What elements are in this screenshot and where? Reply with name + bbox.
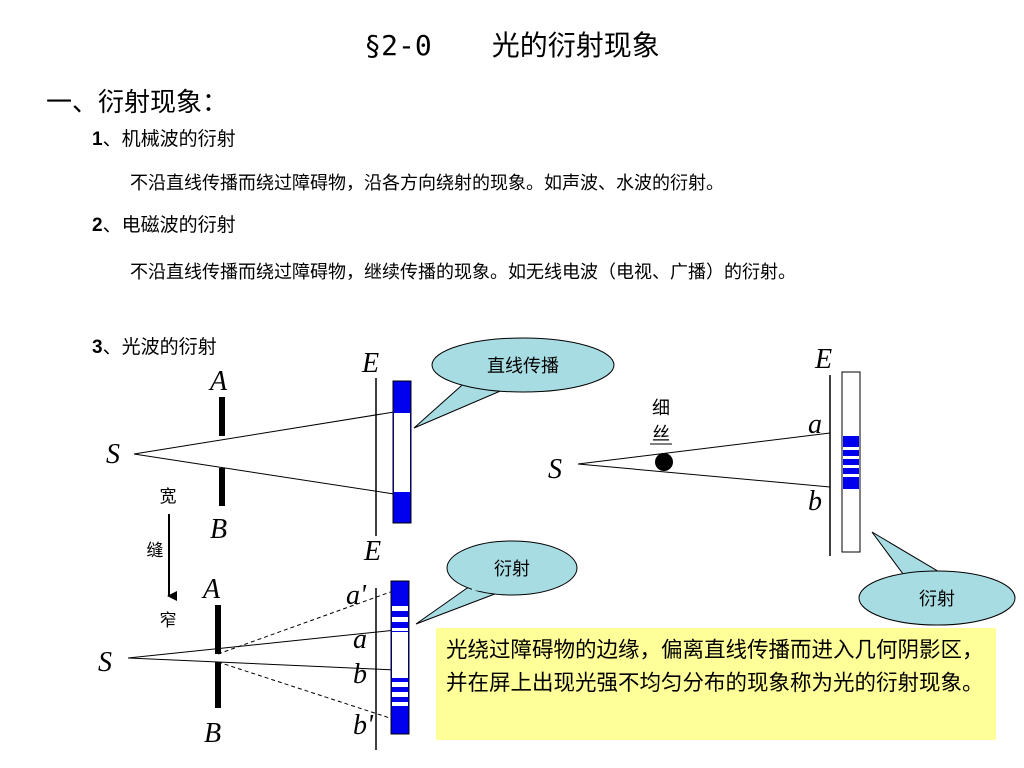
wire-ray-lower <box>577 463 831 488</box>
wire-label-line2: 丝 <box>652 424 670 445</box>
label-source-right: S <box>548 454 562 485</box>
screen-bright-region <box>394 413 410 492</box>
title-text: 光的衍射现象 <box>491 29 660 62</box>
label-a-right: a <box>808 409 822 440</box>
narrow-slit-setup <box>127 580 410 750</box>
label-a-prime: a' <box>346 580 367 611</box>
subsection-1-body: 不沿直线传播而绕过障碍物，沿各方向绕射的现象。如声波、水波的衍射。 <box>130 173 724 194</box>
callout-diffraction-right-text: 衍射 <box>919 589 955 610</box>
slide-title: §2-0 光的衍射现象 <box>0 24 1024 64</box>
slit-width-arrow: 宽 缝 窄 <box>147 487 177 631</box>
label-B-top: B <box>210 514 227 545</box>
ray-upper <box>133 411 395 455</box>
label-source-top: S <box>106 439 120 470</box>
subsection-1-number: 1 <box>92 129 103 150</box>
arrow-label-slit: 缝 <box>147 541 164 561</box>
subsection-2-title: 2、电磁波的衍射 <box>92 210 236 237</box>
ray-lower <box>133 453 395 495</box>
label-b-prime: b' <box>353 710 374 741</box>
subsection-2-body: 不沿直线传播而绕过障碍物，继续传播的现象。如无线电波（电视、广播）的衍射。 <box>130 262 796 283</box>
subsection-3-title: 3、光波的衍射 <box>92 332 217 359</box>
narrow-ray-lower <box>127 657 397 671</box>
thin-wire-setup <box>577 371 861 556</box>
subsection-3-label: 、光波的衍射 <box>102 336 217 358</box>
definition-box: 光绕过障碍物的边缘，偏离直线传播而进入几何阴影区，并在屏上出现光强不均匀分布的现… <box>436 628 996 740</box>
subsection-2-number: 2 <box>92 215 103 236</box>
callout-straight: 直线传播 <box>413 337 615 429</box>
label-E-right: E <box>814 344 832 375</box>
section-heading: 一、衍射现象： <box>46 88 229 118</box>
subsection-1-label: 、机械波的衍射 <box>102 128 236 150</box>
callout-diffraction-right: 衍射 <box>858 531 1016 626</box>
arrow-label-narrow: 窄 <box>160 611 177 631</box>
wide-slit-setup <box>133 378 412 536</box>
thin-wire <box>655 453 673 471</box>
wire-label-line1: 细 <box>652 398 670 419</box>
diffracted-ray-upper <box>217 589 397 655</box>
label-source-bottom: S <box>98 647 112 678</box>
wire-ray-upper <box>577 432 831 465</box>
arrow-label-wide: 宽 <box>160 487 177 507</box>
narrow-ray-upper <box>127 629 397 659</box>
label-b-bottom: b <box>353 659 367 690</box>
diffracted-ray-lower <box>217 661 397 721</box>
label-B-bottom: B <box>204 718 221 749</box>
wire-shadow-region <box>843 436 859 489</box>
diagram-labels: S A B E S A B E a' a b b' S E a b <box>98 344 832 749</box>
callout-diffraction-left: 衍射 <box>415 540 578 625</box>
wire-label: 细 丝 <box>650 398 672 445</box>
label-A-top: A <box>208 366 228 397</box>
subsection-1-title: 1、机械波的衍射 <box>92 124 236 151</box>
label-b-right: b <box>808 486 822 517</box>
label-a-bottom: a <box>353 624 367 655</box>
label-E-top: E <box>361 348 379 379</box>
callout-straight-text: 直线传播 <box>487 356 559 377</box>
callout-diffraction-left-text: 衍射 <box>494 559 530 580</box>
label-E-bottom: E <box>363 536 381 567</box>
subsection-2-label: 、电磁波的衍射 <box>102 214 236 236</box>
label-A-bottom: A <box>201 574 221 605</box>
wire-screen-fringes <box>843 447 859 477</box>
section-number: §2-0 <box>364 29 432 62</box>
subsection-3-number: 3 <box>92 337 103 358</box>
narrow-screen-fringes <box>392 606 408 706</box>
